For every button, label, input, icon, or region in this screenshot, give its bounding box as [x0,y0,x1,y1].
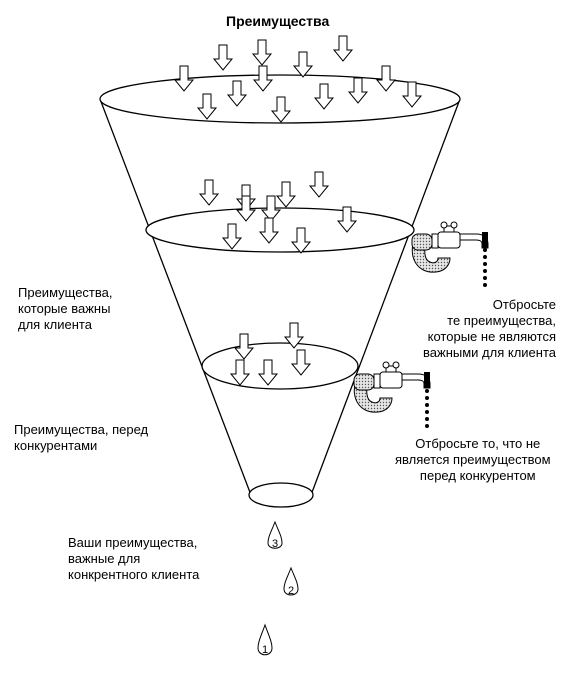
down-arrow-icon [313,83,335,110]
drop-1: 1 [257,623,273,656]
down-arrow-icon [401,81,423,108]
label-line: Отбросьте [492,297,556,312]
label-your-advantages: Ваши преимущества, важные для конкрентно… [68,535,199,583]
down-arrow-icon [290,227,312,254]
level-2-ellipse [201,342,359,390]
diagram-title: Преимущества [226,13,330,29]
water-drop-icon [257,623,273,656]
label-important-for-client: Преимущества, которые важны для клиента [18,285,113,333]
water-drop-icon [283,566,299,596]
label-vs-competitors: Преимущества, перед конкурентами [14,422,148,454]
funnel-left-side [99,98,252,496]
down-arrow-icon [283,322,305,349]
down-arrow-icon [235,195,257,222]
down-arrow-icon [336,206,358,233]
down-arrow-icon [233,333,255,360]
label-discard-not-important: Отбросьте те преимущества, которые не яв… [423,297,556,361]
down-arrow-icon [212,44,234,71]
label-line: Ваши преимущества, [68,535,198,550]
label-line: Преимущества, [18,285,113,300]
label-line: конкрентного клиента [68,567,200,582]
faucet-valve-icon [411,221,489,273]
funnel-bottom-ellipse [248,482,314,508]
level-1-ellipse [145,207,415,253]
down-arrow-icon [252,65,274,92]
drop-2: 2 [283,566,299,597]
drip-dots-2 [425,389,429,428]
label-line: перед конкурентом [419,468,536,483]
faucet-valve-icon [353,361,431,413]
down-arrow-icon [226,80,248,107]
drop-number: 1 [262,644,268,656]
label-line: является преимуществом [395,452,551,467]
drop-number: 2 [288,585,294,597]
label-discard-not-advantage: Отбросьте то, что не является преимущест… [395,436,551,484]
drop-number: 3 [272,538,278,550]
down-arrow-icon [375,65,397,92]
label-line: те преимущества, [447,313,556,328]
drip-dots-1 [483,248,487,287]
down-arrow-icon [292,51,314,78]
down-arrow-icon [270,96,292,123]
down-arrow-icon [308,171,330,198]
label-line: конкурентами [14,438,98,453]
label-line: которые важны [18,301,111,316]
down-arrow-icon [221,223,243,250]
label-line: Отбросьте то, что не [415,436,541,451]
down-arrow-icon [347,77,369,104]
down-arrow-icon [196,93,218,120]
label-line: важными для клиента [423,345,556,360]
label-line: для клиента [18,317,92,332]
down-arrow-icon [251,39,273,66]
down-arrow-icon [198,179,220,206]
funnel-right-side [310,98,461,496]
down-arrow-icon [173,65,195,92]
label-line: которые не являются [427,329,556,344]
down-arrow-icon [290,349,312,376]
down-arrow-icon [275,181,297,208]
down-arrow-icon [258,217,280,244]
drop-3: 3 [267,520,283,550]
down-arrow-icon [257,359,279,386]
down-arrow-icon [229,359,251,386]
arrows-group [173,35,423,386]
down-arrow-icon [332,35,354,62]
label-line: важные для [68,551,141,566]
down-arrow-icon [260,195,282,222]
label-line: Преимущества, перед [14,422,149,437]
water-drop-icon [267,520,283,549]
